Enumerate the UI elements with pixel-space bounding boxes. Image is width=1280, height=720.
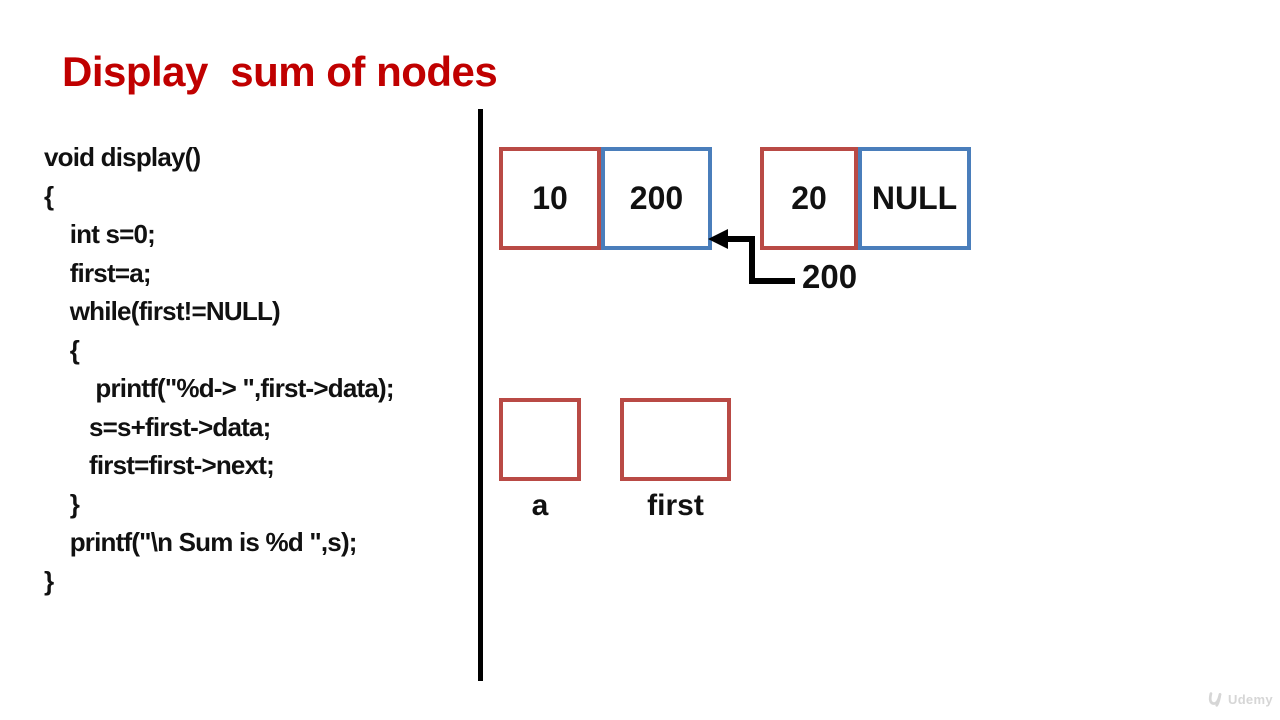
code-block: void display() { int s=0; first=a; while(… (44, 138, 395, 600)
node1-next-value: 200 (629, 180, 684, 216)
node1-next-cell: 200 (601, 147, 712, 250)
code-line: void display() (44, 142, 201, 172)
vertical-divider (478, 109, 483, 681)
code-line: first=first->next; (44, 450, 275, 480)
node2-data-cell: 20 (760, 147, 858, 250)
variable-box-first (620, 398, 731, 481)
code-line: while(first!=NULL) (44, 296, 281, 326)
code-line: printf("\n Sum is %d ",s); (44, 527, 358, 557)
udemy-logo-icon (1208, 692, 1222, 707)
code-line: printf("%d-> ",first->data); (44, 373, 394, 403)
udemy-watermark: Udemy (1206, 690, 1273, 708)
node2-next-value: NULL (871, 180, 958, 216)
node1-data-value: 10 (532, 180, 568, 216)
node1-data-cell: 10 (499, 147, 601, 250)
slide-title: Display sum of nodes (62, 48, 498, 95)
linked-list-node-1: 10 200 (499, 147, 712, 250)
node2-address-label: 200 (802, 258, 858, 295)
code-line: int s=0; (44, 219, 156, 249)
code-line: { (44, 180, 54, 211)
variable-box-a (499, 398, 581, 481)
udemy-brand-text: Udemy (1228, 691, 1273, 707)
code-line: } (44, 565, 54, 596)
variable-label-a: a (531, 489, 549, 522)
code-line: first=a; (44, 257, 152, 288)
code-line: { (44, 334, 80, 365)
code-line: s=s+first->data; (44, 411, 271, 442)
node2-data-value: 20 (791, 180, 827, 216)
node2-next-cell: NULL (858, 147, 971, 250)
pointer-arrow-icon (708, 229, 795, 284)
code-line: } (44, 488, 80, 519)
linked-list-node-2: 20 NULL (760, 147, 971, 250)
variable-label-first: first (647, 489, 704, 522)
